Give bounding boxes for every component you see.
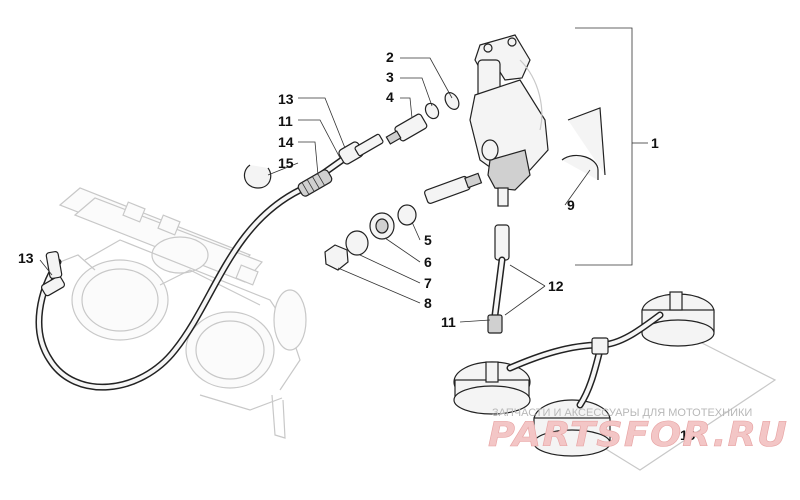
throttle-body-assembly bbox=[58, 187, 307, 439]
callout-5: 5 bbox=[424, 232, 432, 248]
regulator-outlet-fitting bbox=[424, 172, 483, 204]
retaining-bracket bbox=[561, 107, 606, 180]
callout-1: 1 bbox=[651, 135, 659, 151]
nut-8 bbox=[324, 244, 349, 271]
spring-clip bbox=[243, 164, 272, 189]
callout-9: 9 bbox=[567, 197, 575, 213]
watermark-logo: PARTSFOR.RU bbox=[488, 415, 788, 455]
washer-2 bbox=[444, 92, 460, 110]
fuel-filter-assembly bbox=[453, 291, 777, 471]
fuel-pressure-regulator bbox=[469, 34, 549, 207]
vacuum-hose bbox=[35, 154, 349, 391]
hose-clamp-top bbox=[338, 133, 384, 165]
hose-sleeve bbox=[297, 169, 333, 197]
callout-12: 12 bbox=[548, 278, 564, 294]
callout-bracket-1 bbox=[575, 27, 633, 266]
regulator-fitting bbox=[385, 113, 428, 145]
callout-10: 10 bbox=[680, 427, 696, 443]
washer-6-inner bbox=[375, 218, 389, 234]
callout-leaders bbox=[39, 57, 591, 323]
callout-labels: 1 2 3 4 13 11 14 15 9 5 6 7 8 12 11 13 1… bbox=[18, 49, 696, 443]
fuel-line-vertical bbox=[487, 224, 510, 334]
callout-2: 2 bbox=[386, 49, 394, 65]
callout-15: 15 bbox=[278, 155, 294, 171]
hose-clamp-left bbox=[40, 251, 66, 297]
callout-4: 4 bbox=[386, 89, 394, 105]
callout-11-top: 11 bbox=[278, 113, 293, 129]
watermark-caption: ЗАПЧАСТИ И АКСЕССУАРЫ ДЛЯ МОТОТЕХНИКИ bbox=[492, 407, 752, 419]
watermark: ЗАПЧАСТИ И АКСЕССУАРЫ ДЛЯ МОТОТЕХНИКИ PA… bbox=[488, 407, 788, 455]
callout-3: 3 bbox=[386, 69, 394, 85]
o-ring-3 bbox=[424, 102, 440, 120]
callout-6: 6 bbox=[424, 254, 432, 270]
callout-7: 7 bbox=[424, 275, 432, 291]
callout-13-left: 13 bbox=[18, 250, 34, 266]
callout-8: 8 bbox=[424, 295, 432, 311]
washer-5 bbox=[397, 204, 417, 226]
callout-14: 14 bbox=[278, 134, 294, 150]
washer-7 bbox=[345, 230, 369, 256]
callout-13-top: 13 bbox=[278, 91, 294, 107]
callout-11-bottom: 11 bbox=[441, 314, 456, 330]
